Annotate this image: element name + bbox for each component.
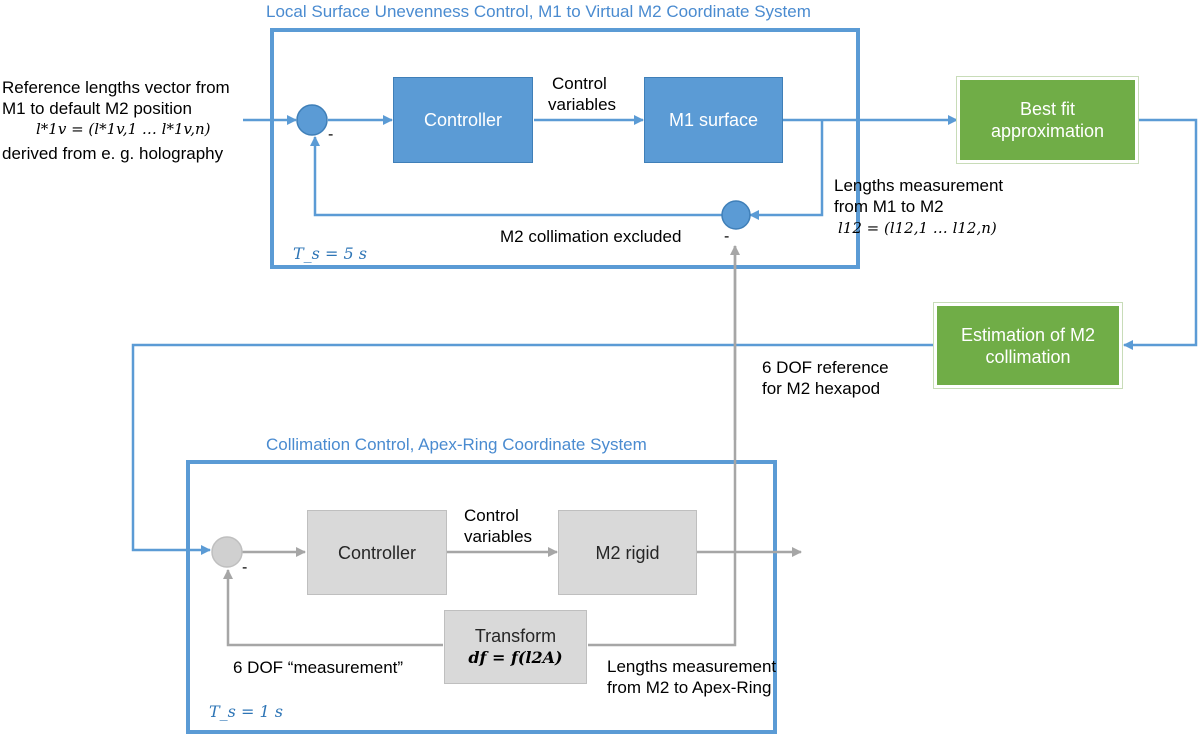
best-fit-line2: approximation: [990, 121, 1105, 141]
bottom-control-variables-line2: variables: [464, 527, 533, 546]
feedback-summing-junction: [721, 200, 751, 230]
top-control-variables-line1: Control: [552, 74, 607, 93]
top-sample-time: T_s = 5 s: [293, 244, 367, 263]
bestfit-to-estimation-line: [1123, 118, 1198, 350]
transform-formula: df = f(l2A): [468, 648, 563, 667]
m1-measurement-branch: [749, 120, 824, 220]
estimation-block: Estimation of M2 collimation: [933, 302, 1123, 389]
top-section-title: Local Surface Unevenness Control, M1 to …: [266, 2, 811, 21]
best-fit-block: Best fit approximation: [956, 76, 1139, 164]
bottom-feedback-line: [223, 569, 443, 647]
bottom-section-title: Collimation Control, Apex-Ring Coordinat…: [266, 435, 647, 454]
transform-line1: Transform: [474, 626, 557, 646]
estimation-line1: Estimation of M2: [960, 324, 1096, 345]
measurement-label-line2: from M1 to M2: [834, 197, 944, 216]
top-feedback-line: [310, 136, 722, 217]
dof-reference-line1: 6 DOF reference: [762, 358, 889, 377]
feedback-minus-sign: -: [724, 228, 730, 245]
m2-rigid-block: M2 rigid: [558, 510, 697, 595]
estimation-to-bottom-line: [131, 343, 934, 555]
bottom-sample-time: T_s = 1 s: [209, 702, 283, 721]
top-minus-sign: -: [328, 126, 334, 143]
bottom-section-frame: [186, 460, 777, 734]
m2-collimation-excluded-label: M2 collimation excluded: [500, 227, 682, 246]
m1-surface-block: M1 surface: [644, 77, 783, 163]
dof-reference-line2: for M2 hexapod: [762, 379, 881, 398]
input-label-vector: l*1v = (l*1v,1 … l*1v,n): [36, 120, 211, 138]
measurement-label-vector: l12 = (l12,1 … l12,n): [838, 219, 997, 237]
bottom-summing-junction: [211, 536, 243, 568]
top-summing-junction: [296, 104, 328, 136]
apex-lengths-line2: from M2 to Apex-Ring: [607, 678, 772, 697]
transform-block: Transform df = f(l2A): [444, 610, 587, 684]
dof-measurement-label: 6 DOF “measurement”: [233, 658, 404, 677]
bottom-minus-sign: -: [242, 559, 248, 576]
input-label-line2: M1 to default M2 position: [2, 99, 192, 118]
apex-lengths-line1: Lengths measurement: [607, 657, 777, 676]
measurement-label-line1: Lengths measurement: [834, 176, 1004, 195]
top-controller-block: Controller: [393, 77, 533, 163]
bottom-controller-block: Controller: [307, 510, 447, 595]
input-label-line1: Reference lengths vector from: [2, 78, 230, 97]
bottom-control-variables-line1: Control: [464, 506, 519, 525]
top-section-frame: [270, 28, 860, 269]
input-label-line4: derived from e. g. holography: [2, 144, 224, 163]
estimation-line2: collimation: [985, 346, 1071, 367]
best-fit-line1: Best fit: [1019, 99, 1076, 119]
top-control-variables-line2: variables: [548, 95, 617, 114]
